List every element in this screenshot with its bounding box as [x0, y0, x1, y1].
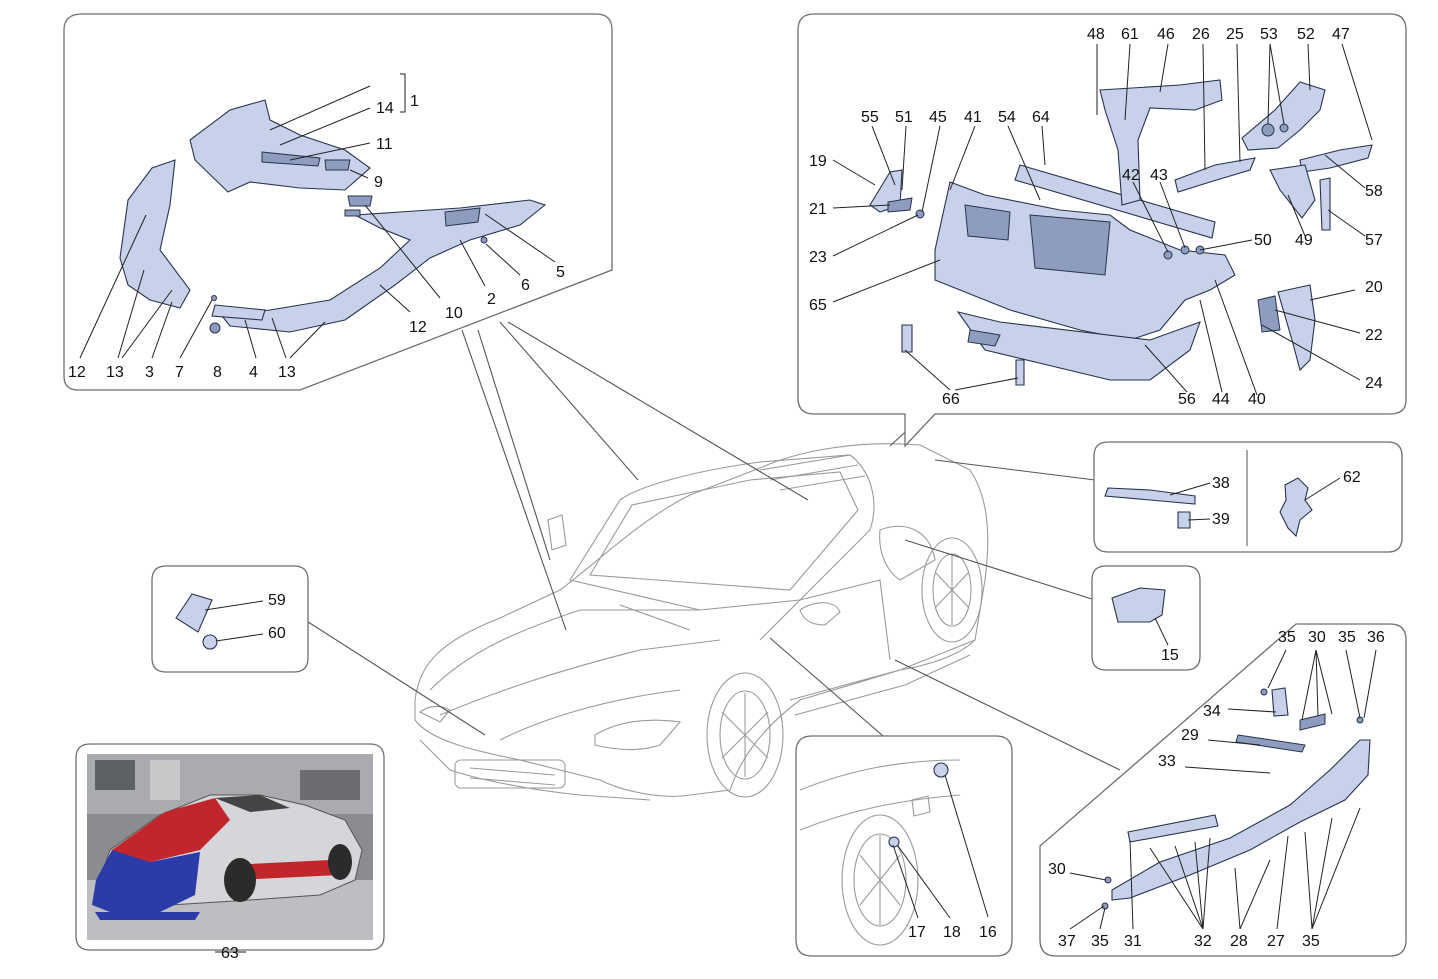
callout-60: 60 [268, 625, 286, 642]
engine-top-cover-part [1099, 79, 1223, 206]
callout-34: 34 [1203, 703, 1221, 720]
callout-5: 5 [556, 264, 565, 281]
callout-36: 36 [1367, 629, 1385, 646]
callout-20: 20 [1365, 279, 1383, 296]
callout-48: 48 [1087, 26, 1105, 43]
callout-7: 7 [175, 364, 184, 381]
panel-front-badge [151, 565, 309, 673]
callout-35b: 35 [1338, 629, 1356, 646]
photo-car-nose-blue [92, 850, 200, 912]
callout-66: 66 [942, 391, 960, 408]
callout-56: 56 [1178, 391, 1196, 408]
callout-46: 46 [1157, 26, 1175, 43]
callout-51: 51 [895, 109, 913, 126]
callout-26: 26 [1192, 26, 1210, 43]
callout-33: 33 [1158, 753, 1176, 770]
callout-8: 8 [213, 364, 222, 381]
side-sill-part [1111, 739, 1371, 901]
callout-30a: 30 [1308, 629, 1326, 646]
photo-car-hood-red [112, 798, 230, 870]
callout-9: 9 [374, 174, 383, 191]
panel-engine-bay-trim [797, 13, 1407, 448]
callout-64: 64 [1032, 109, 1050, 126]
callout-58: 58 [1365, 183, 1383, 200]
callout-18: 18 [943, 924, 961, 941]
callout-63: 63 [221, 945, 239, 962]
callout-27: 27 [1267, 933, 1285, 950]
callout-2: 2 [487, 291, 496, 308]
callout-55: 55 [861, 109, 879, 126]
callout-6: 6 [521, 277, 530, 294]
panel-photo [75, 743, 385, 953]
callout-3: 3 [145, 364, 154, 381]
callout-19: 19 [809, 153, 827, 170]
callout-57: 57 [1365, 232, 1383, 249]
callout-1: 1 [410, 93, 419, 110]
callout-50: 50 [1254, 232, 1272, 249]
intake-cover-part [1111, 587, 1166, 623]
callout-23: 23 [809, 249, 827, 266]
callout-10: 10 [445, 305, 463, 322]
panel-fuel-door [795, 735, 1013, 957]
callout-21: 21 [809, 201, 827, 218]
callout-45: 45 [929, 109, 947, 126]
callout-24: 24 [1365, 375, 1383, 392]
callout-labels: 1 14 11 9 5 6 2 10 12 12 13 3 7 8 4 13 4… [68, 26, 1385, 962]
callout-22: 22 [1365, 327, 1383, 344]
callout-54: 54 [998, 109, 1016, 126]
callout-13: 13 [106, 364, 124, 381]
callout-17: 17 [908, 924, 926, 941]
callout-41: 41 [964, 109, 982, 126]
callout-39: 39 [1212, 511, 1230, 528]
callout-13b: 13 [278, 364, 296, 381]
callout-25: 25 [1226, 26, 1244, 43]
callout-12b: 12 [409, 319, 427, 336]
callout-47: 47 [1332, 26, 1350, 43]
callout-37: 37 [1058, 933, 1076, 950]
callout-12: 12 [68, 364, 86, 381]
callout-53: 53 [1260, 26, 1278, 43]
callout-31: 31 [1124, 933, 1142, 950]
front-trim-main-frame [220, 199, 547, 333]
callout-28: 28 [1230, 933, 1248, 950]
panel-side-sill [1039, 623, 1407, 957]
callout-52: 52 [1297, 26, 1315, 43]
callout-11: 11 [376, 136, 393, 153]
callout-61: 61 [1121, 26, 1139, 43]
car-outline-drawing [414, 443, 989, 801]
front-trim-upper-part [189, 99, 371, 193]
panel-intake-cover [1091, 565, 1201, 671]
callout-43: 43 [1150, 167, 1168, 184]
callout-32: 32 [1194, 933, 1212, 950]
emblem-strip-part [1104, 487, 1196, 505]
callout-14: 14 [376, 100, 394, 117]
callout-62: 62 [1343, 469, 1361, 486]
callout-4: 4 [249, 364, 258, 381]
prancing-horse-part [1279, 477, 1313, 538]
panel-badges [1093, 441, 1403, 553]
callout-42: 42 [1122, 167, 1140, 184]
callout-30b: 30 [1048, 861, 1066, 878]
front-badge-part [175, 593, 213, 633]
callout-38: 38 [1212, 475, 1230, 492]
callout-35c: 35 [1091, 933, 1109, 950]
callout-49: 49 [1295, 232, 1313, 249]
fuel-cap-part [933, 762, 949, 778]
callout-59: 59 [268, 592, 286, 609]
panel-front-trunk-leaders [79, 73, 556, 359]
front-trim-left-part [119, 159, 191, 309]
panel-front-trunk-trim [63, 13, 613, 391]
callout-65: 65 [809, 297, 827, 314]
callout-29: 29 [1181, 727, 1199, 744]
callout-35d: 35 [1302, 933, 1320, 950]
callout-15: 15 [1161, 647, 1179, 664]
callout-44: 44 [1212, 391, 1230, 408]
callout-16: 16 [979, 924, 997, 941]
callout-35a: 35 [1278, 629, 1296, 646]
callout-40: 40 [1248, 391, 1266, 408]
panel-engine-bay-leaders [832, 43, 1373, 396]
